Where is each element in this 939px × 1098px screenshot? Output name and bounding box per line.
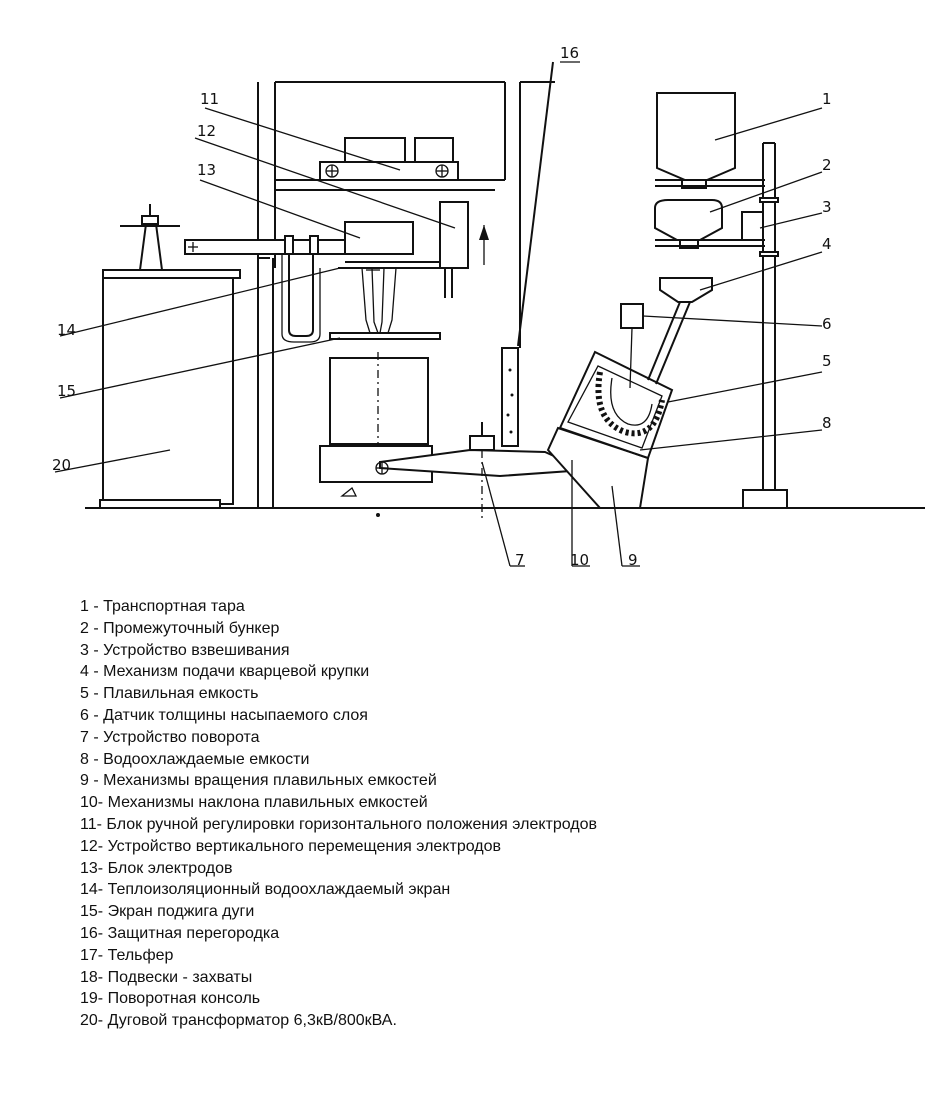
horizontal-regulation-block (319, 137, 459, 181)
callouts: 1 2 3 4 5 6 7 8 9 10 11 12 13 14 15 16 2… (52, 44, 832, 569)
legend-item: 18- Подвески - захваты (80, 968, 253, 986)
legend-item: 16- Защитная перегородка (80, 924, 280, 942)
legend-item: 6 - Датчик толщины насыпаемого слоя (80, 706, 368, 724)
callout-11: 11 (200, 90, 219, 108)
legend-item: 3 - Устройство взвешивания (80, 641, 290, 659)
callout-6: 6 (822, 315, 832, 333)
callout-20: 20 (52, 456, 71, 474)
busbar (184, 235, 346, 343)
arc-transformer (99, 204, 241, 509)
legend-item: 15- Экран поджига дуги (80, 903, 255, 921)
callout-13: 13 (197, 161, 216, 179)
thickness-sensor (620, 303, 644, 389)
melting-crucible-left (329, 352, 429, 448)
legend-item: 1 - Транспортная тара (80, 598, 245, 615)
callout-5: 5 (822, 352, 832, 370)
callout-16: 16 (560, 44, 579, 62)
legend-item: 20- Дуговой трансформатор 6,3кВ/800кВА. (80, 1012, 397, 1030)
tilted-crucible-assembly (546, 350, 674, 509)
callout-10: 10 (570, 551, 589, 569)
turntable (319, 422, 593, 520)
legend-list: 1 - Транспортная тара 2 - Промежуточный … (80, 596, 597, 1032)
transport-container (655, 92, 765, 189)
top-enclosure (275, 81, 555, 348)
left-frame (257, 82, 276, 508)
callout-15: 15 (57, 382, 76, 400)
callout-2: 2 (822, 156, 832, 174)
vertical-displacement-device (439, 201, 489, 298)
legend-item: 7 - Устройство поворота (80, 728, 260, 746)
legend-item: 11- Блок ручной регулировки горизонтальн… (80, 815, 598, 833)
intermediate-bunker (654, 199, 765, 249)
protective-partition (501, 61, 554, 447)
legend-item: 12- Устройство вертикального перемещения… (80, 837, 501, 855)
callout-1: 1 (822, 90, 832, 108)
support-column (742, 142, 788, 509)
legend-item: 13- Блок электродов (80, 859, 233, 877)
feed-mechanism (647, 277, 713, 385)
callout-4: 4 (822, 235, 832, 253)
weighing-device (741, 211, 764, 241)
callout-7: 7 (515, 551, 525, 569)
callout-8: 8 (822, 414, 832, 432)
legend-item: 4 - Механизм подачи кварцевой крупки (80, 663, 370, 681)
legend-item: 19- Поворотная консоль (80, 990, 261, 1008)
legend-item: 17- Тельфер (80, 946, 174, 964)
legend-item: 10- Механизмы наклона плавильных емкосте… (80, 794, 428, 812)
arc-ignition-screen (329, 332, 441, 340)
callout-9: 9 (628, 551, 638, 569)
legend-item: 14- Теплоизоляционный водоохлаждаемый эк… (80, 881, 451, 899)
callout-14: 14 (57, 321, 76, 339)
legend-item: 8 - Водоохлаждаемые емкости (80, 750, 310, 768)
callout-3: 3 (822, 198, 832, 216)
equipment-diagram: 1 2 3 4 5 6 7 8 9 10 11 12 13 14 15 16 2… (52, 44, 925, 569)
callout-12: 12 (197, 122, 216, 140)
legend-item: 2 - Промежуточный бункер (80, 619, 280, 637)
electrode-block (338, 221, 440, 334)
legend-item: 5 - Плавильная емкость (80, 685, 259, 703)
leader-lines (54, 61, 823, 567)
legend-item: 9 - Механизмы вращения плавильных емкост… (80, 772, 437, 790)
